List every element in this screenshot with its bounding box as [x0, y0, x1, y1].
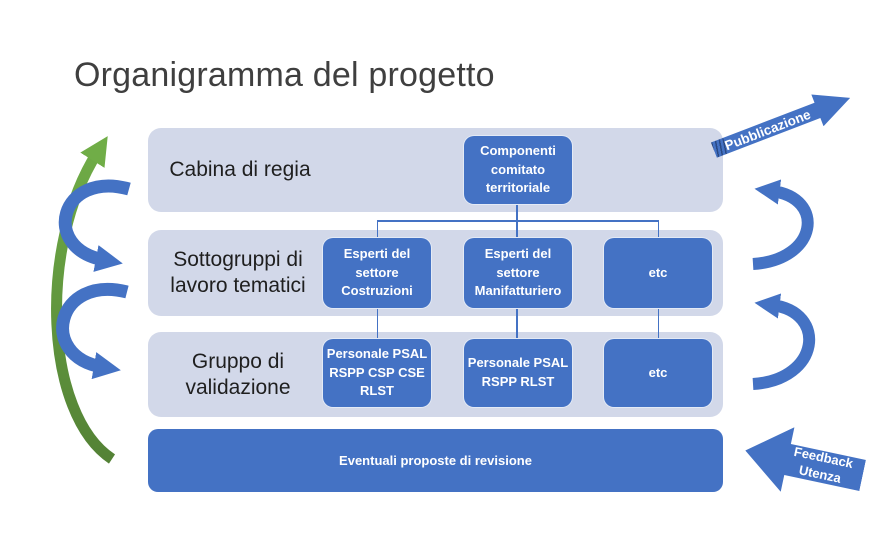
row-label-sottogruppi: Sottogruppi di lavoro tematici [170, 248, 306, 297]
node-esperti-manifatturiero: Esperti del settore Manifatturiero [463, 237, 573, 309]
left-curved-arrow-bottom-icon [56, 283, 129, 380]
band-cabina-di-regia [148, 128, 723, 212]
feedback-utenza-arrow-icon: Feedback Utenza [738, 418, 869, 508]
node-personale-psal-manifatturiero: Personale PSAL RSPP RLST [463, 338, 573, 408]
node-etc-sottogruppi: etc [603, 237, 713, 309]
connector-line [516, 309, 518, 338]
connector-line [657, 221, 660, 237]
node-esperti-costruzioni: Esperti del settore Costruzioni [322, 237, 432, 309]
connector-line [376, 221, 379, 237]
right-curved-arrow-top-icon [752, 179, 814, 270]
bar-eventuali-proposte: Eventuali proposte di revisione [148, 429, 723, 492]
feedback-utenza-arrow-label: Feedback Utenza [792, 443, 855, 486]
node-etc-validazione: etc [603, 338, 713, 408]
row-label-gruppo-validazione: Gruppo di validazione [185, 349, 291, 399]
right-curved-arrow-bottom-icon [752, 293, 816, 390]
connector-line [516, 221, 518, 237]
node-personale-psal-costruzioni: Personale PSAL RSPP CSP CSE RLST [322, 338, 432, 408]
page-title: Organigramma del progetto [74, 56, 495, 94]
connector-line [376, 309, 379, 338]
connector-line [657, 309, 660, 338]
left-curved-arrow-top-icon [58, 179, 131, 272]
connector-line [516, 205, 518, 221]
row-label-cabina-di-regia: Cabina di regia [169, 158, 311, 182]
pubblicazione-arrow-icon: Pubblicazione [708, 82, 856, 166]
node-componenti-comitato-territoriale: Componenti comitato territoriale [463, 135, 573, 205]
bar-eventuali-proposte-label: Eventuali proposte di revisione [339, 453, 532, 468]
pubblicazione-arrow-label: Pubblicazione [722, 106, 813, 153]
green-loop-arrow-icon [51, 136, 116, 464]
connector-line [377, 220, 659, 222]
